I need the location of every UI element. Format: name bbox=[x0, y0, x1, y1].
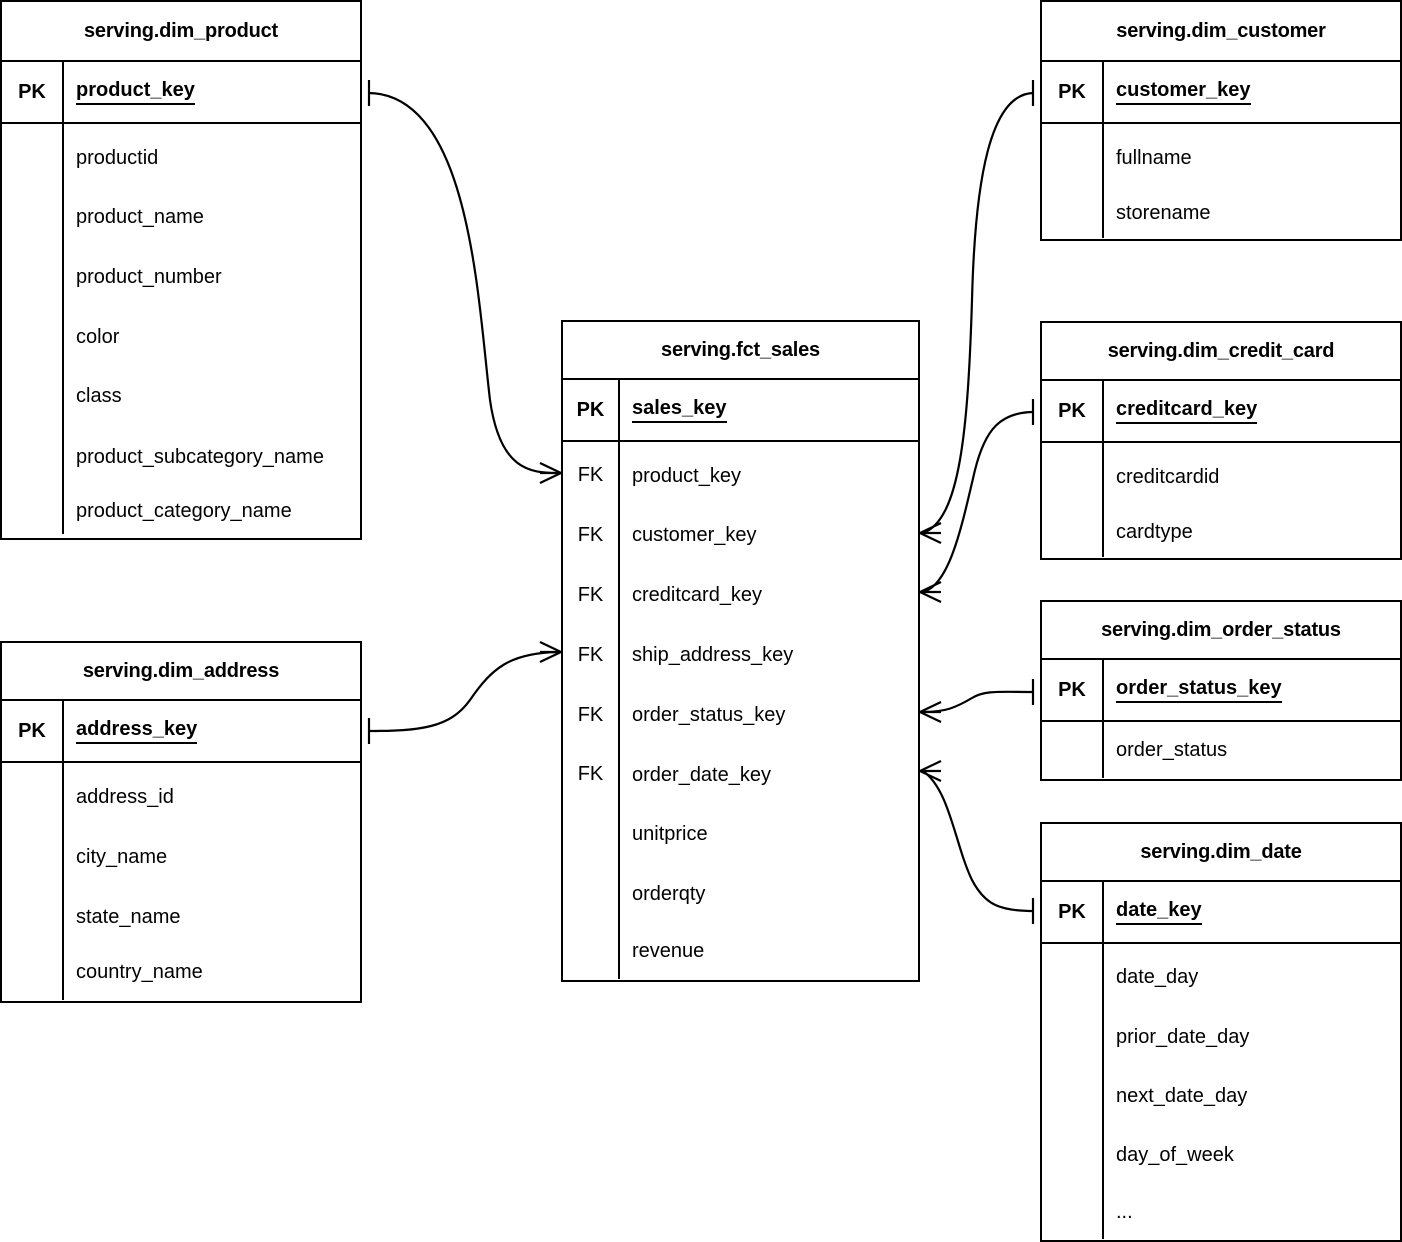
pk-tag: PK bbox=[1042, 882, 1104, 942]
key-column bbox=[1042, 124, 1104, 238]
entity-dim-date[interactable]: serving.dim_date PK date_key date_day pr… bbox=[1040, 822, 1402, 1242]
fk-tag: FK bbox=[577, 763, 604, 786]
entity-fct-sales[interactable]: serving.fct_sales PK sales_key FK FK FK … bbox=[561, 320, 920, 982]
pk-tag: PK bbox=[2, 62, 64, 122]
pk-tag: PK bbox=[1042, 62, 1104, 122]
attribute-row: productid bbox=[76, 146, 159, 169]
fk-tag: FK bbox=[577, 703, 604, 726]
attribute-row: ship_address_key bbox=[632, 644, 794, 667]
pk-field: customer_key bbox=[1104, 62, 1400, 122]
pk-field: date_key bbox=[1104, 882, 1400, 942]
entity-title: serving.dim_credit_card bbox=[1042, 323, 1400, 381]
key-column bbox=[1042, 722, 1104, 778]
attribute-row: customer_key bbox=[632, 524, 757, 547]
key-column bbox=[2, 763, 64, 1000]
attribute-row: state_name bbox=[76, 905, 181, 928]
attribute-row: order_date_key bbox=[632, 763, 771, 786]
attribute-row: class bbox=[76, 385, 122, 408]
pk-field: sales_key bbox=[620, 380, 918, 440]
attribute-row: prior_date_day bbox=[1116, 1025, 1250, 1048]
relationship-credit-card bbox=[919, 399, 1035, 603]
entity-dim-order-status[interactable]: serving.dim_order_status PK order_status… bbox=[1040, 600, 1402, 781]
pk-field: creditcard_key bbox=[1104, 381, 1400, 441]
pk-tag: PK bbox=[1042, 381, 1104, 441]
attribute-row: fullname bbox=[1116, 146, 1192, 169]
attribute-row: product_number bbox=[76, 266, 222, 289]
entity-dim-address[interactable]: serving.dim_address PK address_key addre… bbox=[0, 641, 362, 1003]
attribute-row: order_status_key bbox=[632, 703, 786, 726]
entity-title: serving.fct_sales bbox=[563, 322, 918, 380]
attribute-row: order_status bbox=[1116, 738, 1228, 761]
entity-dim-product[interactable]: serving.dim_product PK product_key produ… bbox=[0, 0, 362, 540]
attribute-row: orderqty bbox=[632, 883, 706, 906]
attribute-row: next_date_day bbox=[1116, 1084, 1248, 1107]
attribute-row: day_of_week bbox=[1116, 1143, 1234, 1166]
attribute-row: product_key bbox=[632, 464, 741, 487]
pk-field: order_status_key bbox=[1104, 660, 1400, 720]
entity-dim-credit-card[interactable]: serving.dim_credit_card PK creditcard_ke… bbox=[1040, 321, 1402, 560]
entity-dim-customer[interactable]: serving.dim_customer PK customer_key ful… bbox=[1040, 0, 1402, 241]
fk-tag: FK bbox=[577, 643, 604, 666]
attribute-row: color bbox=[76, 325, 120, 348]
attribute-row: city_name bbox=[76, 845, 168, 868]
attribute-row: unitprice bbox=[632, 823, 708, 846]
attribute-row: creditcardid bbox=[1116, 465, 1220, 488]
attribute-row: ... bbox=[1116, 1200, 1133, 1223]
relationship-customer bbox=[919, 80, 1035, 544]
fk-tag: FK bbox=[577, 524, 604, 547]
relationship-order-status bbox=[919, 679, 1035, 723]
attribute-row: revenue bbox=[632, 940, 705, 963]
entity-title: serving.dim_customer bbox=[1042, 2, 1400, 62]
attribute-row: cardtype bbox=[1116, 520, 1193, 543]
attribute-row: product_name bbox=[76, 206, 204, 229]
attribute-row: date_day bbox=[1116, 966, 1199, 989]
entity-title: serving.dim_product bbox=[2, 2, 360, 62]
attribute-row: product_category_name bbox=[76, 499, 292, 522]
attribute-row: storename bbox=[1116, 201, 1211, 224]
entity-title: serving.dim_order_status bbox=[1042, 602, 1400, 660]
attribute-row: creditcard_key bbox=[632, 584, 763, 607]
fk-tag: FK bbox=[577, 583, 604, 606]
pk-tag: PK bbox=[1042, 660, 1104, 720]
attribute-row: country_name bbox=[76, 960, 203, 983]
key-column bbox=[2, 124, 64, 534]
attribute-row: address_id bbox=[76, 785, 174, 808]
key-column bbox=[1042, 443, 1104, 557]
relationship-date bbox=[919, 760, 1035, 924]
relationship-product bbox=[367, 80, 562, 484]
attribute-row: product_subcategory_name bbox=[76, 446, 324, 469]
pk-tag: PK bbox=[2, 701, 64, 761]
entity-title: serving.dim_date bbox=[1042, 824, 1400, 882]
entity-title: serving.dim_address bbox=[2, 643, 360, 701]
pk-field: address_key bbox=[64, 701, 360, 761]
key-column bbox=[1042, 944, 1104, 1239]
fk-tag: FK bbox=[577, 464, 604, 487]
pk-tag: PK bbox=[563, 380, 620, 440]
pk-field: product_key bbox=[64, 62, 360, 122]
relationship-address bbox=[367, 641, 562, 744]
key-column: FK FK FK FK FK FK bbox=[563, 442, 620, 979]
